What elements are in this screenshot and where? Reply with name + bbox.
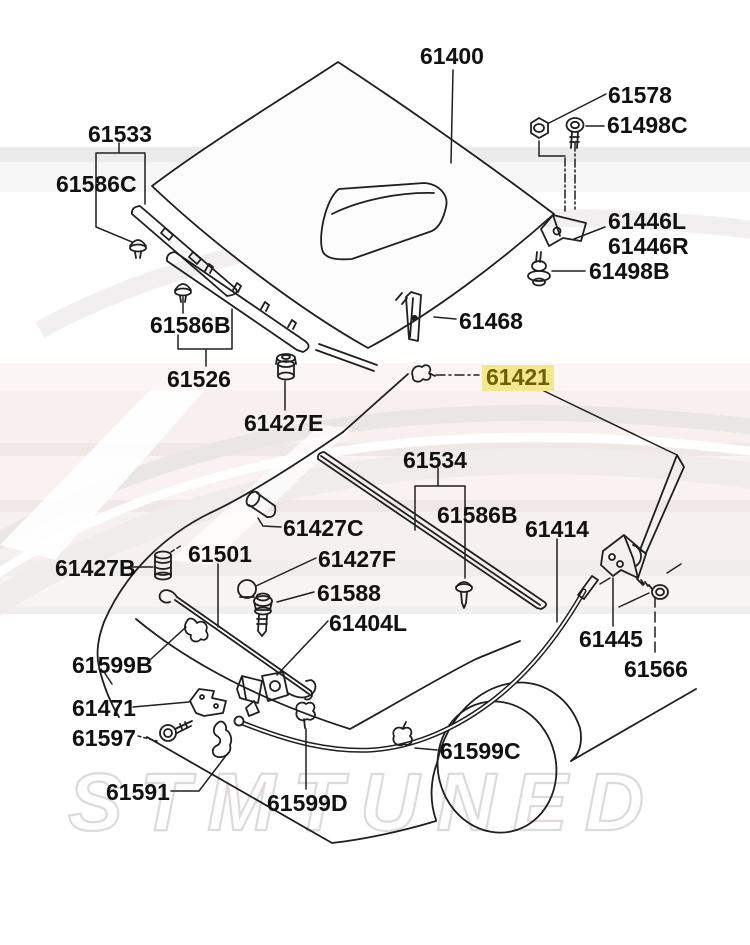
a-pillar [639, 454, 685, 554]
clip-icon-61586c [129, 239, 147, 259]
pushpin-icon-61586b-low [455, 581, 473, 609]
part-label-61404L[interactable]: 61404L [329, 610, 408, 636]
hinge-bracket-61445 [600, 534, 647, 579]
part-label-61427C[interactable]: 61427C [283, 515, 364, 541]
part-label-61599C[interactable]: 61599C [440, 738, 521, 764]
part-label-61597[interactable]: 61597 [72, 725, 136, 751]
part-label-61414[interactable]: 61414 [525, 516, 589, 542]
part-label-61421[interactable]: 61421 [482, 365, 554, 391]
part-label-61566[interactable]: 61566 [624, 656, 688, 682]
part-label-61534[interactable]: 61534 [403, 447, 467, 473]
striker-bracket-61471 [189, 688, 227, 717]
part-label-61578[interactable]: 61578 [608, 82, 672, 108]
grommet-icon-61427b [154, 544, 183, 581]
part-label-61586B[interactable]: 61586B [437, 502, 518, 528]
clip-icon-61586b-top [174, 283, 192, 303]
cowl-garnish-61533 [129, 205, 310, 353]
part-label-61586B[interactable]: 61586B [150, 312, 231, 338]
bolt-icon-61588 [253, 592, 273, 637]
hood-latch-61404L [236, 671, 317, 717]
part-label-61591[interactable]: 61591 [106, 779, 170, 805]
bumper-edge [146, 736, 437, 844]
part-label-61446L[interactable]: 61446L [608, 208, 687, 234]
part-label-61427E[interactable]: 61427E [244, 410, 324, 436]
part-label-61533[interactable]: 61533 [88, 121, 152, 147]
part-label-61445[interactable]: 61445 [579, 626, 643, 652]
bracket-61468 [395, 291, 422, 342]
clip-icon-61599c [392, 721, 413, 747]
part-label-61588[interactable]: 61588 [317, 580, 381, 606]
stud-icon-61427f [237, 579, 257, 599]
part-label-61501[interactable]: 61501 [188, 541, 252, 567]
part-label-61599D[interactable]: 61599D [267, 790, 348, 816]
tire [436, 700, 558, 834]
part-label-61498C[interactable]: 61498C [607, 112, 688, 138]
release-cable-61414 [233, 575, 599, 753]
bolt-icon-61566 [599, 563, 682, 608]
clip-icon-61421 [411, 364, 436, 383]
bolt-icon-61597 [159, 720, 193, 742]
part-label-61471[interactable]: 61471 [72, 695, 136, 721]
part-label-61599B[interactable]: 61599B [72, 652, 153, 678]
hood-seal-strip [315, 343, 378, 372]
rocker-line [570, 688, 697, 762]
bushing-icon-61427e [275, 353, 297, 381]
hood-hinge-61446 [527, 117, 587, 287]
rod-clip-61599b [184, 617, 209, 643]
part-label-61400[interactable]: 61400 [420, 43, 484, 69]
part-label-61498B[interactable]: 61498B [589, 258, 670, 284]
part-label-61586C[interactable]: 61586C [56, 171, 137, 197]
hood-scoop [320, 182, 448, 261]
lower-body [96, 373, 697, 844]
leader-lines [95, 69, 678, 792]
hood-opening-edge [135, 618, 521, 730]
windshield-left-edge [342, 373, 409, 433]
cowl-garnish-61534 [316, 451, 547, 610]
part-label-61526[interactable]: 61526 [167, 366, 231, 392]
bolt-icon-61498c [565, 117, 585, 149]
part-label-61427F[interactable]: 61427F [318, 546, 397, 572]
nut-icon-61578 [530, 117, 549, 139]
clip-icon-61599d [295, 701, 316, 729]
part-label-61468[interactable]: 61468 [459, 308, 523, 334]
safety-hook-61591 [211, 720, 233, 758]
bolt-icon-61498b [527, 251, 551, 287]
hood-panel [151, 61, 555, 372]
part-label-61446R[interactable]: 61446R [608, 233, 689, 259]
part-label-61427B[interactable]: 61427B [55, 555, 136, 581]
prop-rod-61501 [158, 589, 313, 701]
cushion-icon-61427c [245, 490, 277, 518]
